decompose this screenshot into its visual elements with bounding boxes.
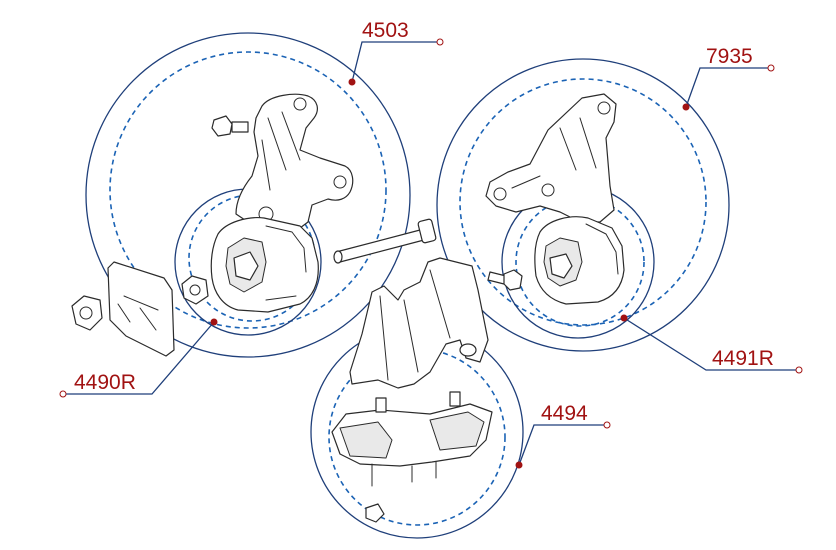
callout-4490R-label[interactable]: 4490R [74,371,136,394]
right-engine-mount-drawing [534,216,625,305]
left-heat-shield-drawing [107,261,175,357]
ring-7935-inner-dashed [459,78,707,326]
ring-4503-inner-dashed [109,51,387,329]
transmission-mount-drawing [331,391,493,523]
right-mount-bracket-drawing [485,93,617,223]
left-mount-long-bolt-drawing [333,218,437,264]
callout-leaders [59,38,803,469]
callout-4494-label[interactable]: 4494 [541,402,588,425]
left-mount-small-bolt-drawing [211,115,249,137]
right-mount-bolt-drawing [487,269,523,291]
callout-4491R-label[interactable]: 4491R [712,347,774,370]
callout-labels: 4503 7935 4490R 4491R 4494 [74,19,774,425]
left-mount-bracket-drawing [235,93,354,231]
left-flange-nut-drawing [71,275,209,331]
transmission-crossmember-drawing [349,257,489,389]
callout-7935-label[interactable]: 7935 [706,45,753,68]
ring-7935-outer [436,58,730,352]
left-engine-mount-drawing [210,217,319,313]
callout-4503-label[interactable]: 4503 [362,19,409,42]
ring-4503-outer [85,32,411,358]
